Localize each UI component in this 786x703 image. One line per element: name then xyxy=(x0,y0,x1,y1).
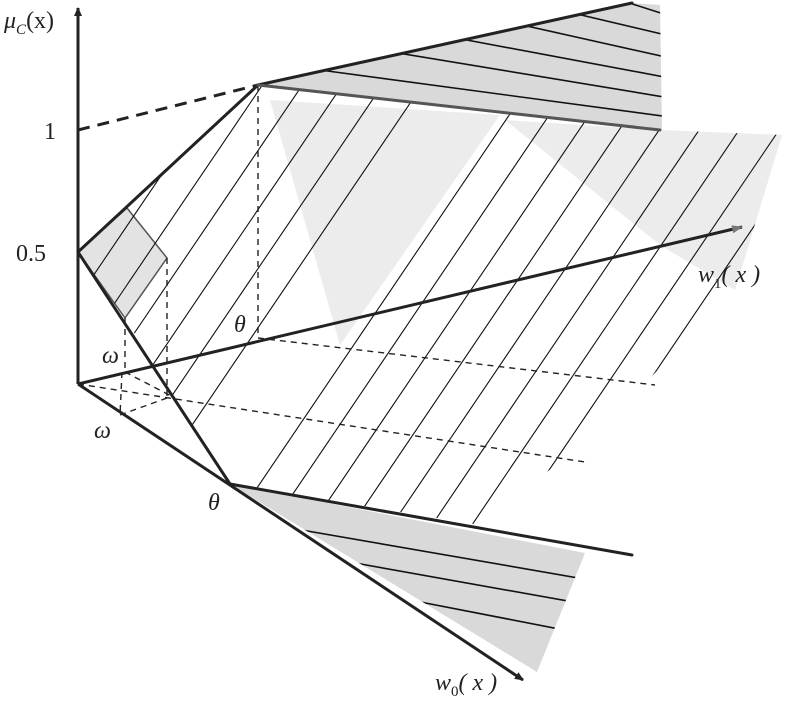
w0-axis-label: w0( x ) xyxy=(435,670,497,698)
upper-shaded-region xyxy=(258,3,662,130)
edge-peak-lower xyxy=(256,83,662,132)
w0-axis xyxy=(77,382,524,682)
dashed-guides xyxy=(77,83,656,463)
theta-w1-label: θ xyxy=(234,312,246,338)
light-shaded-regions xyxy=(270,100,782,345)
edge-peak-upper xyxy=(256,1,634,87)
w1-axis-label: w1( x ) xyxy=(698,262,760,292)
edge-half-to-theta xyxy=(76,250,232,486)
omega-diamond-region xyxy=(77,206,168,320)
mu-axis-label: μC(x) xyxy=(3,8,54,38)
lower-shaded-region xyxy=(230,484,585,672)
right-light-wedge xyxy=(520,132,782,290)
tick-half-label: 0.5 xyxy=(16,241,46,267)
edge-half-to-peak xyxy=(76,83,260,254)
omega-w1-label: ω xyxy=(102,343,119,369)
theta-w0-label: θ xyxy=(208,490,220,516)
labels: μC(x) 1 0.5 w1( x ) w0( x ) θ θ ω ω xyxy=(3,8,760,700)
w1-axis xyxy=(77,225,743,386)
axes xyxy=(74,7,743,682)
middle-light-triangle xyxy=(270,100,500,345)
omega-w0-label: ω xyxy=(94,418,111,444)
edge-theta-right xyxy=(228,482,634,557)
surface-edges xyxy=(76,1,662,557)
tick-one-label: 1 xyxy=(44,119,56,145)
